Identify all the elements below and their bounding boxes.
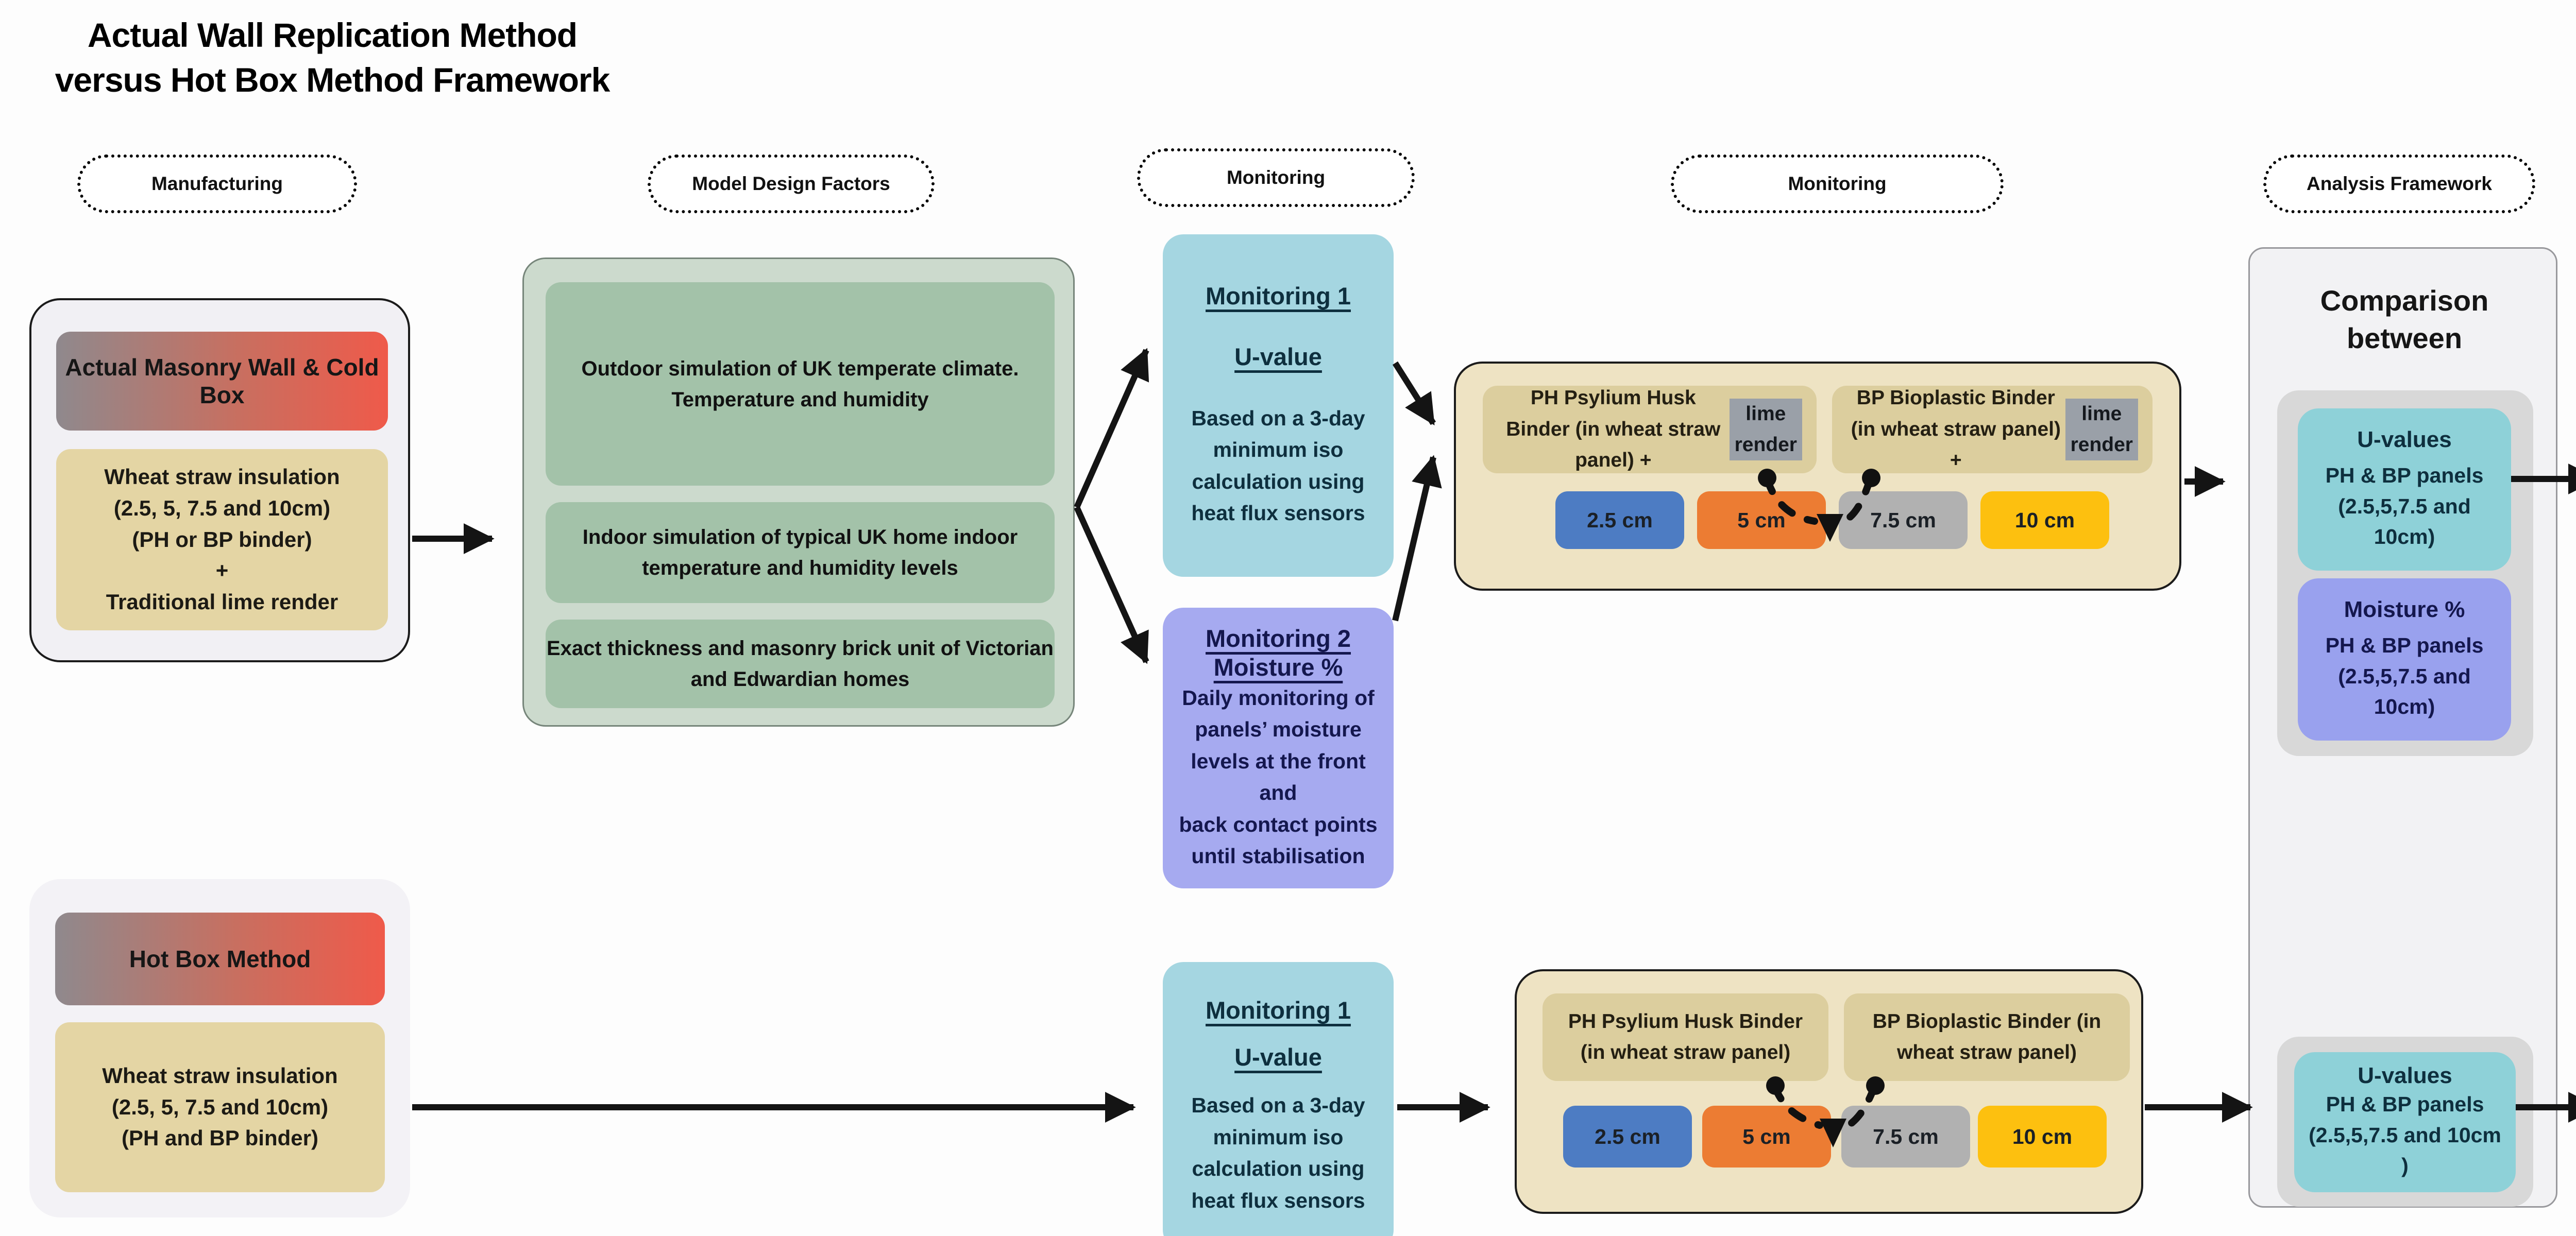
analysis-bottom-group: U-values PH & BP panels (2.5,5,7.5 and 1… <box>2277 1037 2533 1207</box>
monitoring-1-top-title: Monitoring 1 <box>1206 282 1351 310</box>
monitoring-2-box: Monitoring 2 Moisture % Daily monitoring… <box>1163 608 1394 888</box>
model-design-factors-container: Outdoor simulation of UK temperate clima… <box>522 258 1075 727</box>
bp-binder-header-top: BP Bioplastic Binder (in wheat straw pan… <box>1832 386 2153 473</box>
monitoring-1-top-body: Based on a 3-day minimum iso calculation… <box>1191 406 1365 525</box>
analysis-uvalues-title-bottom: U-values <box>2358 1063 2452 1089</box>
monitoring-1-bottom-body: Based on a 3-day minimum iso calculation… <box>1191 1093 1365 1212</box>
diagram-title: Actual Wall Replication Method versus Ho… <box>55 16 611 99</box>
design-factor-outdoor-box: Outdoor simulation of UK temperate clima… <box>546 282 1055 486</box>
thickness-chip-10cm-top: 10 cm <box>1980 491 2109 549</box>
analysis-uvalues-box-top: U-values PH & BP panels (2.5,5,7.5 and 1… <box>2298 408 2511 571</box>
analysis-uvalues-body-top: PH & BP panels (2.5,5,7.5 and 10cm) <box>2325 464 2484 548</box>
thickness-chip-7-5cm-bottom: 7.5 cm <box>1841 1106 1970 1168</box>
analysis-moisture-box: Moisture % PH & BP panels (2.5,5,7.5 and… <box>2298 578 2511 741</box>
stage-pill-monitoring-1: Monitoring <box>1137 148 1415 207</box>
monitoring-2-body: Daily monitoring of panels’ moisture lev… <box>1179 685 1378 868</box>
monitoring-1-bottom-title: Monitoring 1 <box>1206 997 1351 1024</box>
monitoring-1-top-box: Monitoring 1 U-value Based on a 3-day mi… <box>1163 234 1394 577</box>
stage-pill-monitoring-2: Monitoring <box>1671 154 2004 213</box>
analysis-uvalues-box-bottom: U-values PH & BP panels (2.5,5,7.5 and 1… <box>2294 1052 2516 1192</box>
bp-binder-header-bottom: BP Bioplastic Binder (in wheat straw pan… <box>1844 993 2130 1081</box>
analysis-framework-panel: Comparison between U-values PH & BP pane… <box>2248 247 2557 1208</box>
samples-panel-bottom: PH Psylium Husk Binder (in wheat straw p… <box>1515 969 2143 1214</box>
design-factor-indoor-box: Indoor simulation of typical UK home ind… <box>546 502 1055 603</box>
analysis-moisture-body: PH & BP panels (2.5,5,7.5 and 10cm) <box>2325 633 2484 718</box>
monitoring-1-top-metric: U-value <box>1234 342 1322 370</box>
analysis-uvalues-body-bottom: PH & BP panels (2.5,5,7.5 and 10cm ) <box>2309 1092 2501 1178</box>
monitoring-2-title: Monitoring 2 <box>1206 624 1351 652</box>
design-factor-thickness-box: Exact thickness and masonry brick unit o… <box>546 620 1055 708</box>
thickness-chip-5cm-bottom: 5 cm <box>1702 1106 1831 1168</box>
bp-lime-render-highlight: lime render <box>2065 398 2138 461</box>
stage-pill-analysis-framework: Analysis Framework <box>2263 154 2535 213</box>
hot-box-insulation-box: Wheat straw insulation (2.5, 5, 7.5 and … <box>55 1022 385 1192</box>
thickness-chip-2-5cm-bottom: 2.5 cm <box>1563 1106 1692 1168</box>
ph-binder-label-top: PH Psylium Husk Binder (in wheat straw p… <box>1506 387 1721 472</box>
monitoring-1-bottom-box: Monitoring 1 U-value Based on a 3-day mi… <box>1163 962 1394 1236</box>
ph-lime-render-highlight: lime render <box>1729 398 1802 461</box>
analysis-uvalues-title-top: U-values <box>2357 426 2452 452</box>
hot-box-method-box: Hot Box Method <box>55 913 385 1005</box>
thickness-chip-2-5cm-top: 2.5 cm <box>1555 491 1684 549</box>
actual-wall-container: Actual Masonry Wall & Cold Box Wheat str… <box>29 298 410 662</box>
hot-box-container: Hot Box Method Wheat straw insulation (2… <box>29 879 410 1217</box>
analysis-top-group: U-values PH & BP panels (2.5,5,7.5 and 1… <box>2277 390 2533 756</box>
monitoring-1-bottom-metric: U-value <box>1234 1043 1322 1071</box>
samples-panel-top: PH Psylium Husk Binder (in wheat straw p… <box>1454 362 2181 591</box>
thickness-chip-10cm-bottom: 10 cm <box>1978 1106 2107 1168</box>
thickness-chip-5cm-top: 5 cm <box>1697 491 1826 549</box>
bp-binder-label-top: BP Bioplastic Binder (in wheat straw pan… <box>1851 387 2061 472</box>
analysis-moisture-title: Moisture % <box>2344 596 2465 622</box>
monitoring-2-metric: Moisture % <box>1213 654 1343 681</box>
actual-masonry-wall-box: Actual Masonry Wall & Cold Box <box>56 332 388 431</box>
analysis-panel-title: Comparison between <box>2320 284 2489 354</box>
ph-binder-header-bottom: PH Psylium Husk Binder (in wheat straw p… <box>1543 993 1828 1081</box>
stage-pill-model-design-factors: Model Design Factors <box>648 154 935 213</box>
stage-pill-manufacturing: Manufacturing <box>77 154 357 213</box>
ph-binder-header-top: PH Psylium Husk Binder (in wheat straw p… <box>1483 386 1817 473</box>
thickness-chip-7-5cm-top: 7.5 cm <box>1839 491 1968 549</box>
actual-wall-insulation-box: Wheat straw insulation (2.5, 5, 7.5 and … <box>56 449 388 630</box>
